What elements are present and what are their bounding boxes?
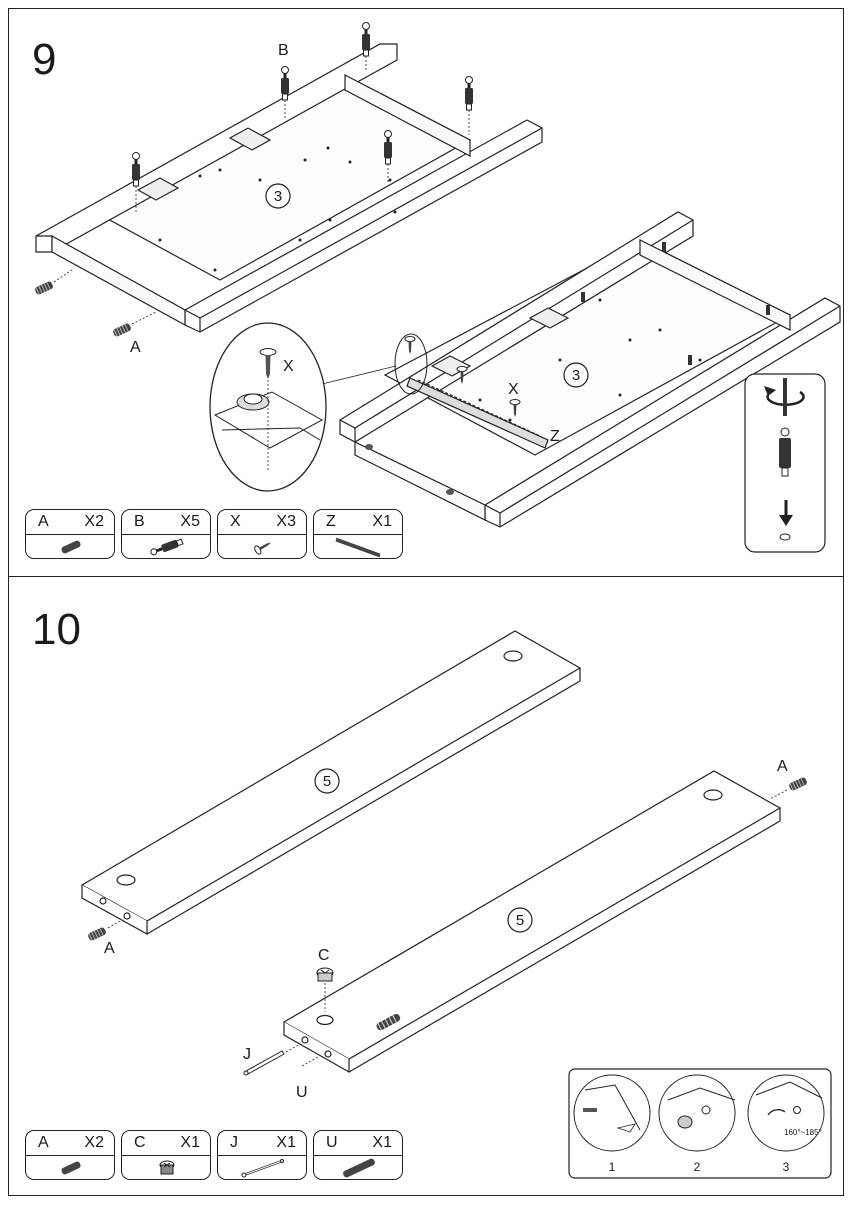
part-letter: U	[326, 1134, 338, 1151]
callout-x-detail: X	[283, 358, 294, 375]
angle-range-label: 160°~185°	[784, 1128, 822, 1137]
part-letter: A	[38, 1134, 49, 1151]
part-circle-3-right-label: 3	[572, 367, 580, 384]
part-card-z: Z X1	[313, 509, 403, 559]
inset-panel-1-label: 1	[609, 1160, 616, 1174]
part-circle-3-right	[563, 362, 589, 388]
threaded-dowel-icon	[343, 1158, 375, 1178]
part-letter: C	[134, 1134, 146, 1151]
callout-x-main: X	[508, 381, 519, 398]
part-quantity: X3	[276, 513, 296, 530]
part-card-x: X X3	[217, 509, 307, 559]
inset-panel-2-label: 2	[694, 1160, 701, 1174]
pin-j	[243, 1043, 301, 1076]
step-10-number: 10	[32, 605, 81, 654]
screw-icon	[254, 542, 271, 555]
small-pegs	[581, 242, 770, 365]
part-letter: X	[230, 513, 241, 530]
drawer-slide-icon	[335, 537, 381, 558]
cam-lock-inset	[568, 1068, 832, 1179]
dowel-a-right	[787, 776, 809, 792]
screwdriver-instruction	[744, 373, 826, 553]
step-divider	[8, 576, 844, 577]
parts-list-step-10: A X2 C X1 J X1 U X1	[25, 1130, 403, 1180]
callout-j: J	[243, 1046, 251, 1063]
cam-lock-icon	[159, 1160, 175, 1175]
step-9-number: 9	[32, 35, 57, 84]
part-quantity: X2	[84, 513, 104, 530]
part-card-a: A X2	[25, 1130, 115, 1180]
part-card-b: B X5	[121, 509, 211, 559]
parts-list-step-9: A X2 B X5 X X3 Z X1	[25, 509, 403, 559]
cam-bolt-icon	[150, 538, 184, 556]
part-circle-5-top	[314, 768, 340, 794]
part-letter: J	[230, 1134, 238, 1151]
part-quantity: X1	[180, 1134, 200, 1151]
dowel-icon	[61, 540, 81, 554]
part-letter: A	[38, 513, 49, 530]
part-circle-3-left-label: 3	[274, 188, 282, 205]
detail-magnifier	[209, 322, 327, 492]
part-quantity: X1	[372, 513, 392, 530]
callout-a-right: A	[777, 758, 788, 775]
inset-panel-3-label: 3	[783, 1160, 790, 1174]
dowel-icon	[61, 1161, 81, 1175]
dowel-a-2	[111, 322, 133, 338]
part-letter: Z	[326, 513, 336, 530]
part-quantity: X2	[84, 1134, 104, 1151]
part-circle-5-top-label: 5	[323, 773, 331, 790]
dowel-a-1	[33, 280, 55, 296]
part-circle-3-left	[265, 183, 291, 209]
callout-b: B	[278, 42, 289, 59]
board-5-bottom	[282, 770, 782, 1074]
part-quantity: X5	[180, 513, 200, 530]
callout-u: U	[296, 1084, 308, 1101]
callout-z: Z	[550, 428, 560, 445]
threaded-dowel-u	[301, 1012, 402, 1067]
frame-assembly-bottom	[339, 211, 841, 528]
callout-c: C	[318, 947, 330, 964]
part-circle-5-bottom	[507, 907, 533, 933]
part-circle-5-bottom-label: 5	[516, 912, 524, 929]
callout-a: A	[130, 339, 141, 356]
part-card-c: C X1	[121, 1130, 211, 1180]
part-quantity: X1	[276, 1134, 296, 1151]
frame-assembly-top	[35, 43, 543, 333]
part-letter: B	[134, 513, 145, 530]
screw-x-1	[404, 336, 416, 355]
pin-icon	[241, 1159, 284, 1178]
part-quantity: X1	[372, 1134, 392, 1151]
instruction-page	[8, 8, 844, 1196]
part-card-a: A X2	[25, 509, 115, 559]
callout-a-left: A	[104, 940, 115, 957]
part-card-u: U X1	[313, 1130, 403, 1180]
part-card-j: J X1	[217, 1130, 307, 1180]
cam-lock-c	[316, 967, 334, 1012]
